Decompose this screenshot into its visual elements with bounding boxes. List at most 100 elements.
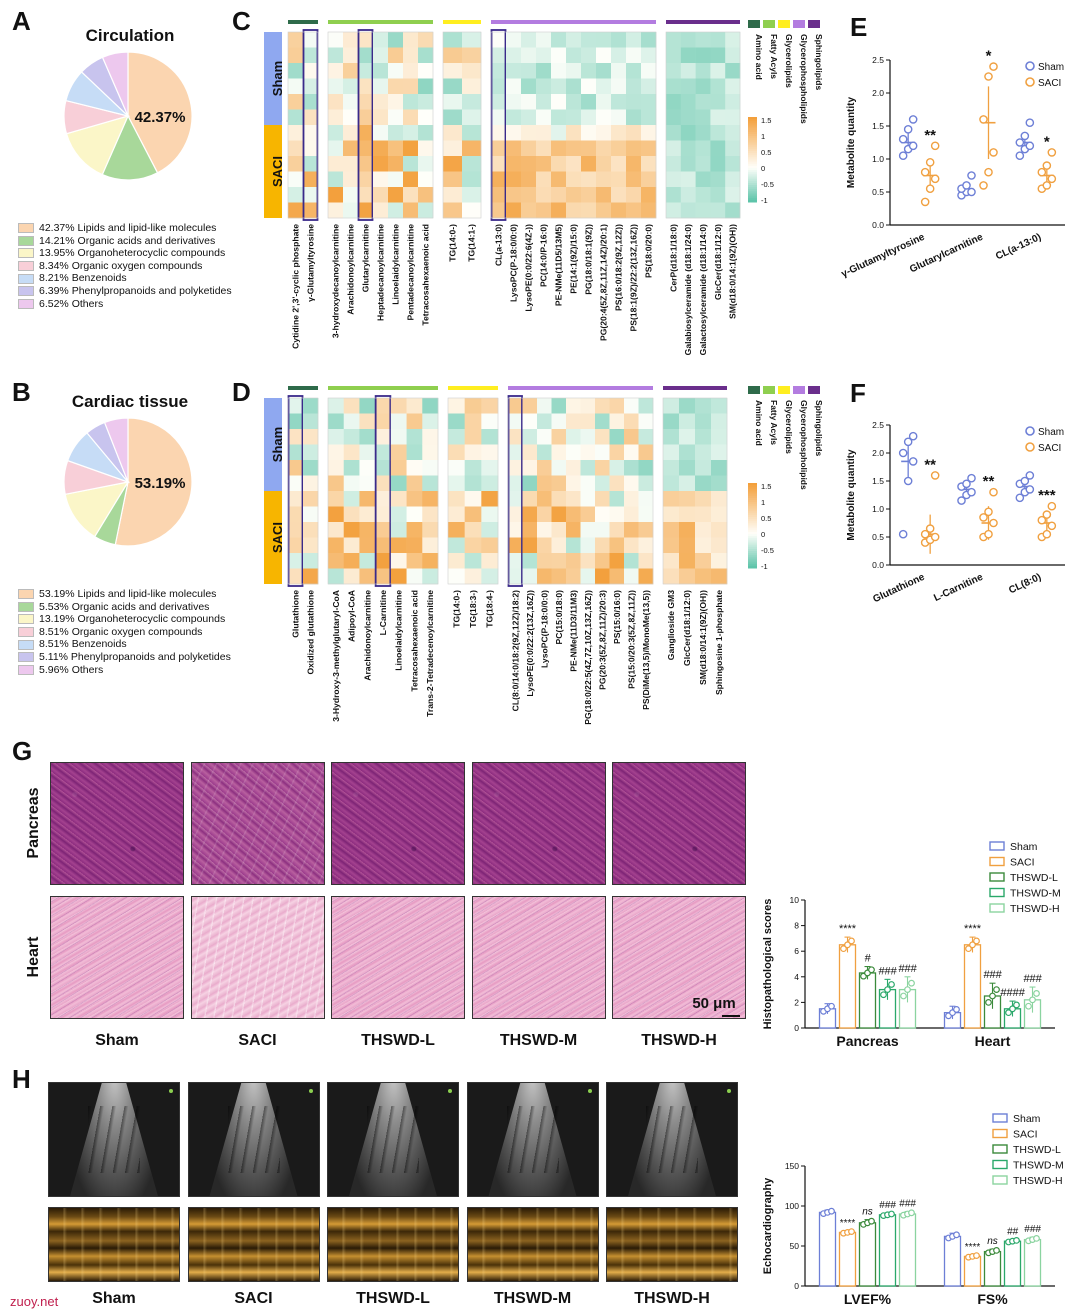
heatmap-cell — [403, 78, 419, 95]
heatmap-column-label: PC(14:0/P-16:0) — [539, 224, 549, 287]
data-point — [993, 1246, 1000, 1254]
heatmap-cell — [288, 125, 304, 141]
legend-marker — [1025, 61, 1035, 71]
heatmap-cell — [679, 491, 696, 507]
heatmap-cell — [359, 460, 376, 476]
echo-indicator-icon — [587, 1089, 592, 1093]
heatmap-column-label: PG(18:0/18:1(9Z)) — [584, 224, 594, 295]
data-point — [888, 981, 895, 988]
echo-texture — [506, 1105, 559, 1174]
heatmap-cell — [522, 475, 538, 492]
heatmap-cell — [343, 460, 360, 476]
heatmap-cell — [343, 413, 360, 430]
heatmap-cell — [303, 63, 319, 79]
heatmap-cell — [641, 156, 657, 172]
data-point — [973, 1252, 980, 1260]
heatmap-cell — [624, 553, 639, 569]
heatmap-cell — [537, 537, 552, 554]
heatmap-cell — [521, 156, 537, 172]
heatmap-cell — [328, 78, 344, 95]
heatmap-cell — [566, 506, 581, 523]
heatmap-cell — [595, 475, 610, 492]
heatmap-cell — [641, 32, 657, 48]
category-bar-C-3 — [491, 20, 656, 24]
data-point — [1009, 1005, 1016, 1013]
heatmap-cell — [663, 398, 680, 414]
colorbar-tick-label: 1.5 — [761, 482, 771, 491]
heatmap-cell — [537, 491, 552, 507]
colorbar-segment — [748, 489, 757, 492]
significance-label: ** — [983, 473, 995, 490]
heatmap-cell — [566, 460, 581, 476]
heatmap-cell — [680, 94, 696, 110]
heatmap-cell — [403, 202, 419, 219]
heatmap-cell — [481, 460, 499, 476]
heatmap-cell — [536, 202, 552, 219]
heatmap-cell — [626, 109, 642, 126]
heatmap-cell — [581, 47, 597, 64]
heatmap-cell — [609, 491, 625, 507]
colorbar-segment — [748, 197, 757, 201]
heatmap-cell — [418, 140, 434, 157]
data-point — [884, 986, 891, 994]
colorbar-segment — [748, 491, 757, 495]
heatmap-cell — [288, 398, 304, 414]
heatmap-cell — [566, 491, 581, 507]
category-bar-D-1 — [328, 386, 438, 390]
x-category-label: L-Carnitine — [932, 572, 985, 604]
group-bar-saci-C — [264, 125, 282, 218]
pie-legend-label: 6.52% Others — [39, 297, 104, 310]
micrograph-column-label: SACI — [238, 1032, 277, 1049]
data-point — [903, 125, 913, 134]
heatmap-column-label: PE(14:1(9Z)/15:0) — [569, 224, 579, 294]
heatmap-cell — [666, 47, 682, 64]
heatmap-cell — [536, 109, 552, 126]
heatmap-block-border — [490, 31, 657, 219]
category-legend-label: Glycerolipids — [784, 400, 794, 454]
heatmap-cell — [566, 94, 582, 110]
heatmap-cell — [373, 47, 389, 64]
category-legend-swatch — [763, 20, 775, 28]
heatmap-column-label: TG(14:0-) — [451, 590, 461, 628]
heatmap-cell — [566, 444, 581, 461]
y-axis-label-H: Echocardiography — [762, 1177, 774, 1274]
heatmap-cell — [595, 506, 610, 523]
heatmap-cell — [508, 429, 523, 445]
heatmap-cell — [725, 109, 741, 126]
heatmap-cell — [406, 568, 423, 585]
category-legend-swatch — [793, 20, 805, 28]
echo-image-1 — [187, 1082, 320, 1197]
colorbar-segment — [748, 148, 757, 152]
heatmap-cell — [596, 140, 612, 157]
heatmap-cell — [328, 429, 345, 445]
y-tick-label: 2.5 — [872, 55, 884, 65]
pie-legend-item-cardiac-1: 5.53% Organic acids and derivatives — [18, 601, 231, 614]
data-point — [962, 479, 971, 489]
heatmap-cell — [551, 109, 567, 126]
heatmap-column-label: PG(20:4(5Z,8Z,11Z,14Z)/20:1) — [599, 224, 609, 341]
heatmap-cell — [581, 63, 597, 79]
heatmap-cell — [521, 47, 537, 64]
heatmap-cell — [725, 140, 741, 157]
heatmap-cell — [303, 171, 319, 188]
heatmap-cell — [343, 125, 359, 141]
echo-image-3 — [466, 1082, 599, 1197]
heatmap-cell — [611, 140, 627, 157]
heatmap-cell — [359, 398, 376, 414]
heatmap-cell — [390, 398, 407, 414]
group-label-saci-C: SACI — [270, 156, 285, 187]
category-bar-D-4 — [663, 386, 727, 390]
heatmap-cell — [462, 156, 482, 172]
heatmap-cell — [666, 109, 682, 126]
heatmap-cell — [328, 506, 345, 523]
colorbar-segment — [748, 561, 757, 565]
data-point — [908, 1209, 915, 1217]
heatmap-cell — [663, 553, 680, 569]
heatmap-cell — [390, 568, 407, 585]
heatmap-cell — [508, 460, 523, 476]
heatmap-cell — [611, 202, 627, 219]
heatmap-cell — [521, 187, 537, 203]
annotation-label: **** — [964, 923, 982, 935]
